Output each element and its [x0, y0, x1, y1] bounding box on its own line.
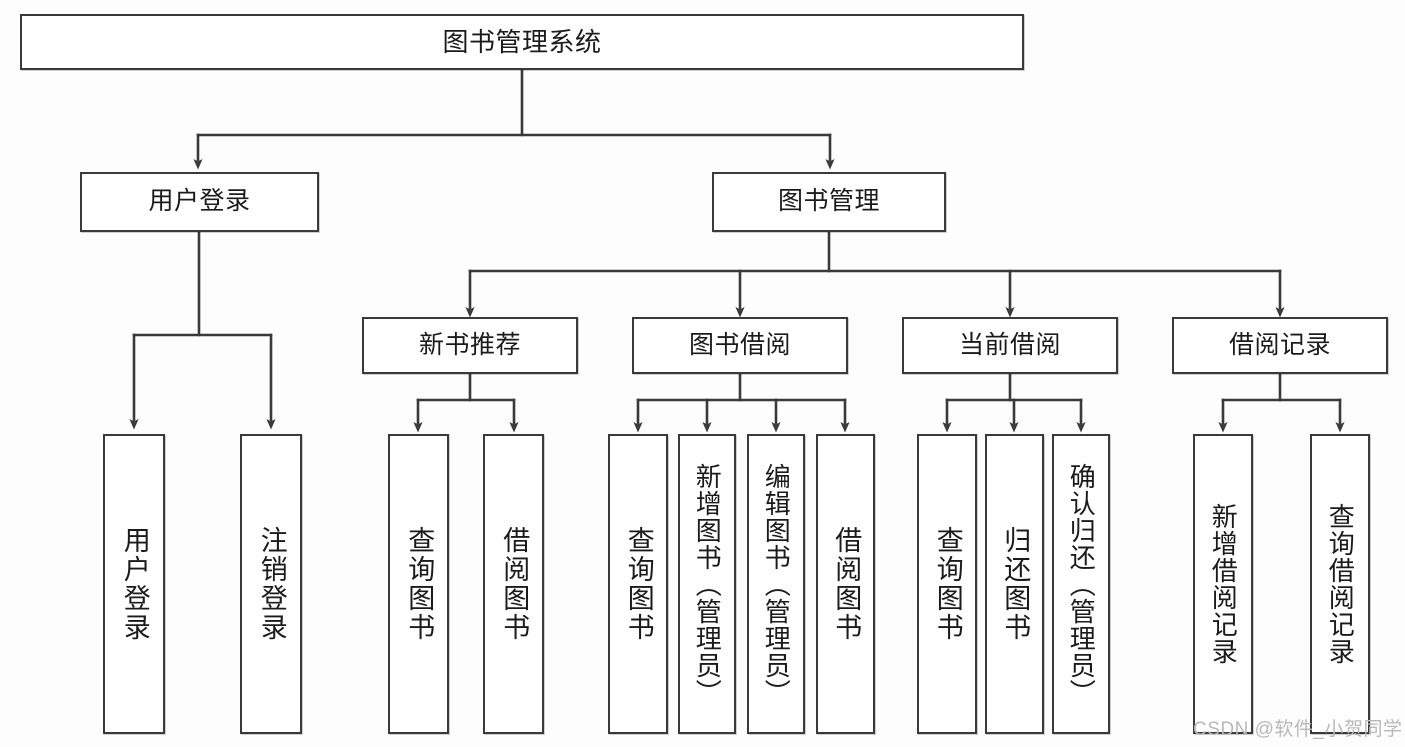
- node-label: 新增借阅记录: [1208, 503, 1239, 665]
- node-label: 注销登录: [256, 526, 287, 642]
- leaf-bookborrow-query-book[interactable]: 查询图书: [608, 434, 668, 734]
- node-label: 用户登录: [148, 187, 251, 216]
- leaf-currentborrow-return-book[interactable]: 归还图书: [985, 434, 1044, 734]
- leaf-borrowrecord-add-record[interactable]: 新增借阅记录: [1193, 434, 1253, 734]
- leaf-borrowrecord-query-record[interactable]: 查询借阅记录: [1310, 434, 1370, 734]
- node-label: 当前借阅: [958, 330, 1061, 359]
- leaf-currentborrow-confirm-return[interactable]: 确认归还（管理员）: [1052, 434, 1110, 734]
- node-label: 借阅图书: [831, 526, 862, 642]
- leaf-newbook-query-book[interactable]: 查询图书: [388, 434, 449, 734]
- node-label: 图书管理系统: [442, 26, 602, 57]
- node-label: 查询借阅记录: [1325, 503, 1356, 665]
- node-label: 新书推荐: [418, 330, 521, 359]
- node-label: 图书借阅: [688, 330, 791, 359]
- node-current-borrow[interactable]: 当前借阅: [902, 317, 1118, 374]
- node-user-login[interactable]: 用户登录: [80, 172, 319, 232]
- node-label: 确认归还（管理员）: [1066, 462, 1097, 706]
- node-borrow-record[interactable]: 借阅记录: [1172, 317, 1388, 374]
- node-label: 编辑图书（管理员）: [761, 462, 792, 706]
- csdn-watermark: CSDN @软件_小贺同学: [1193, 719, 1403, 740]
- node-book-borrow[interactable]: 图书借阅: [632, 317, 848, 374]
- leaf-currentborrow-query-book[interactable]: 查询图书: [917, 434, 977, 734]
- leaf-bookborrow-add-book[interactable]: 新增图书（管理员）: [678, 434, 736, 734]
- leaf-bookborrow-edit-book[interactable]: 编辑图书（管理员）: [747, 434, 805, 734]
- node-label: 图书管理: [777, 187, 880, 216]
- node-book-manage[interactable]: 图书管理: [712, 172, 946, 232]
- node-root-system[interactable]: 图书管理系统: [20, 14, 1024, 70]
- node-new-book-recommend[interactable]: 新书推荐: [362, 317, 578, 374]
- node-label: 借阅图书: [499, 526, 530, 642]
- node-label: 用户登录: [119, 526, 150, 642]
- node-label: 查询图书: [932, 526, 963, 642]
- leaf-logout[interactable]: 注销登录: [240, 434, 302, 734]
- node-label: 新增图书（管理员）: [692, 462, 723, 706]
- node-label: 查询图书: [404, 526, 435, 642]
- leaf-bookborrow-borrow-book[interactable]: 借阅图书: [816, 434, 875, 734]
- node-label: 查询图书: [623, 526, 654, 642]
- leaf-user-login[interactable]: 用户登录: [103, 434, 165, 734]
- node-label: 借阅记录: [1228, 330, 1331, 359]
- leaf-newbook-borrow-book[interactable]: 借阅图书: [483, 434, 544, 734]
- node-label: 归还图书: [1000, 526, 1031, 642]
